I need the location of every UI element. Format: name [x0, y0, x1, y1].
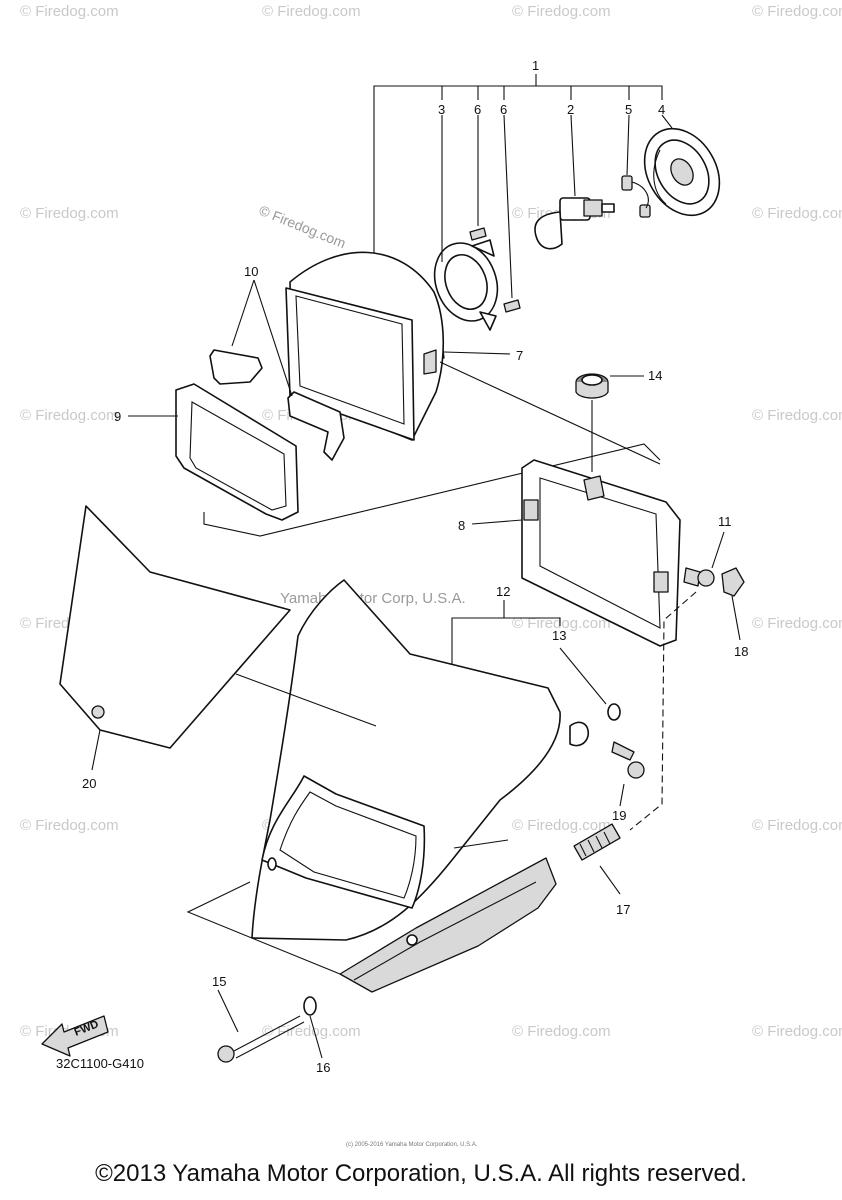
- adjusting-screws: [469, 114, 521, 313]
- watermark: © Firedog.com: [20, 407, 119, 424]
- headlight-bracket: [471, 459, 681, 647]
- watermark: © Firedog.com: [752, 3, 842, 20]
- callout-6: 6: [474, 102, 481, 117]
- headlight-rear-cover: [643, 114, 721, 217]
- callout-8: 8: [458, 518, 465, 533]
- watermark: © Firedog.com: [20, 205, 119, 222]
- callout-4: 4: [658, 102, 665, 117]
- grommet: [575, 373, 644, 472]
- callout-11: 11: [718, 514, 732, 529]
- watermark: © Firedog.com: [512, 1023, 611, 1040]
- callout-19: 19: [612, 808, 626, 823]
- alignment-box: [203, 361, 661, 537]
- callout-12-bracket: [451, 600, 561, 664]
- watermark: © Firedog.com: [752, 407, 842, 424]
- spring-17: [573, 823, 621, 895]
- watermark: © Firedog.com: [752, 615, 842, 632]
- watermark: © Firedog.com: [752, 817, 842, 834]
- washer-16: [303, 996, 323, 1059]
- callout-7: 7: [516, 348, 523, 363]
- headlight-seal: [128, 383, 299, 521]
- callout-15: 15: [212, 974, 226, 989]
- callout-2: 2: [567, 102, 574, 117]
- bulb-holder: [433, 115, 499, 331]
- callout-13: 13: [552, 628, 566, 643]
- watermark: © Firedog.com: [512, 817, 611, 834]
- callout-10: 10: [244, 264, 258, 279]
- watermark: © Firedog.com: [20, 817, 119, 834]
- footer-small-print: (c) 2005-2016 Yamaha Motor Corporation, …: [346, 1142, 478, 1148]
- fwd-arrow: FWD: [41, 1015, 109, 1057]
- long-bolt-15: [217, 989, 305, 1063]
- watermark: © Firedog.com: [752, 1023, 842, 1040]
- callout-1: 1: [532, 58, 539, 73]
- watermark: © Firedog.com: [752, 205, 842, 222]
- headlight-bulb: [534, 114, 615, 250]
- callout-6: 6: [500, 102, 507, 117]
- callout-14: 14: [648, 368, 662, 383]
- callout-18: 18: [734, 644, 748, 659]
- callout-3: 3: [438, 102, 445, 117]
- callout-17: 17: [616, 902, 630, 917]
- callout-1-bracket: [373, 74, 663, 255]
- callout-9: 9: [114, 409, 121, 424]
- center-watermark: Yamaha Motor Corp, U.S.A.: [280, 590, 466, 607]
- front-cowl: [235, 579, 590, 941]
- callout-20: 20: [82, 776, 96, 791]
- watermark: © Firedog.com: [262, 3, 361, 20]
- callout-5: 5: [625, 102, 632, 117]
- cowl-reference-plane: [186, 881, 341, 975]
- bracket-bolts: [629, 531, 745, 831]
- washer-13: [559, 647, 621, 721]
- bulb-connector: [621, 114, 651, 218]
- number-plate: [59, 505, 291, 771]
- headlight-cushions: [209, 279, 345, 461]
- watermark: © Firedog.com: [262, 1023, 361, 1040]
- callout-numbers: 1 2 3 4 5 6 6 7 8 9 10 11 12 13 14 15 16…: [82, 58, 748, 1075]
- callout-16: 16: [316, 1060, 330, 1075]
- diagram-code: 32C1100-G410: [56, 1056, 144, 1071]
- watermark: © Firedog.com: [512, 3, 611, 20]
- watermark: © Firedog.com: [20, 3, 119, 20]
- copyright-notice: ©2013 Yamaha Motor Corporation, U.S.A. A…: [95, 1160, 747, 1187]
- watermark: © Firedog.com: [512, 615, 611, 632]
- callout-12: 12: [496, 584, 510, 599]
- firedog-stamp: © Firedog.com: [257, 202, 348, 251]
- bolt-19: [611, 741, 645, 807]
- side-cover: [339, 857, 557, 993]
